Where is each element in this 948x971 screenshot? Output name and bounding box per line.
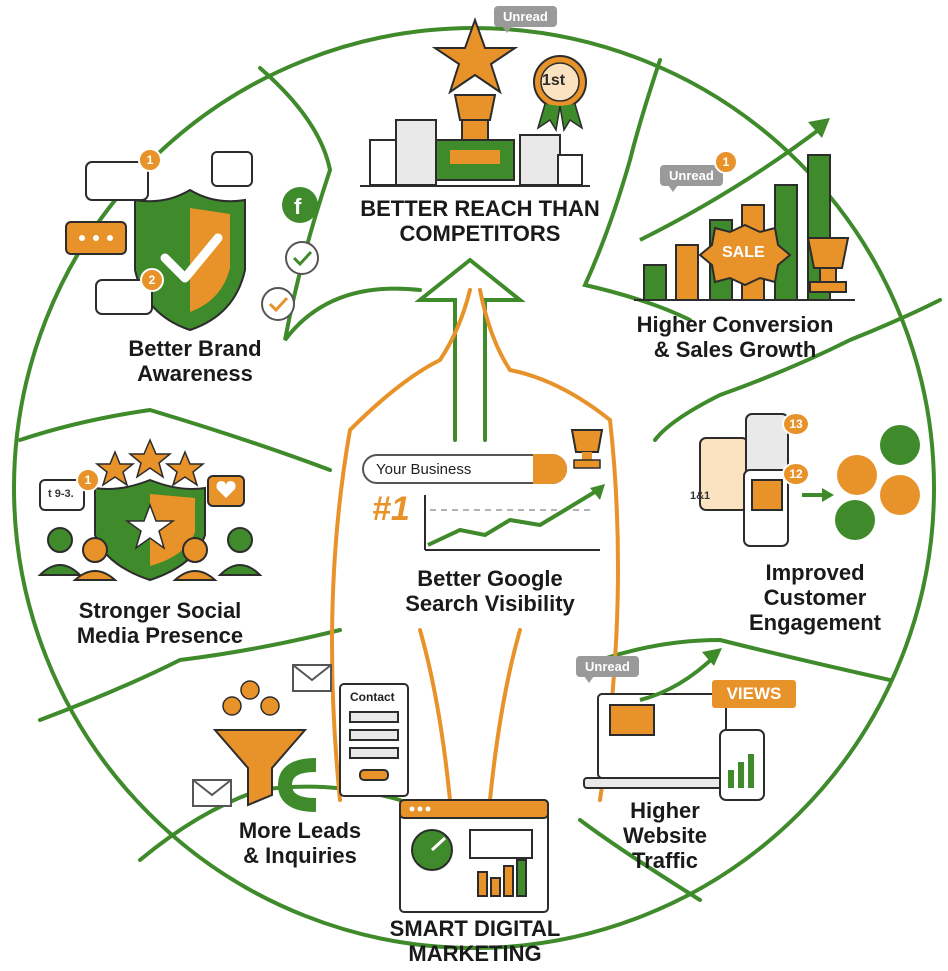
search-trend-chart-icon [424, 484, 605, 551]
contact-form-title: Contact [350, 690, 395, 704]
magnet-icon [277, 758, 317, 812]
laptop-icon [583, 693, 741, 789]
label-conversion: Higher Conversion& Sales Growth [636, 312, 834, 362]
search-box-text: Your Business [376, 461, 472, 478]
mobile-chart-icon [719, 729, 765, 801]
contact-form-icon [339, 683, 409, 797]
notification-badge: 1 [138, 148, 162, 172]
facebook-icon: f [282, 187, 318, 223]
search-icon [533, 454, 567, 484]
notification-badge: 12 [782, 462, 810, 486]
notification-badge: 2 [140, 268, 164, 292]
social-shield-star-icon [94, 478, 206, 582]
unread-tag-bottom: Unread [576, 656, 639, 683]
rank-number: #1 [372, 490, 410, 528]
dashboard-icon [399, 799, 549, 913]
envelope-icon-2 [192, 779, 232, 807]
divider-left-lower [38, 628, 342, 722]
stars-icon [94, 438, 206, 487]
notification-badge: 1 [714, 150, 738, 174]
sale-text: SALE [722, 244, 765, 261]
search-trophy-icon [570, 429, 604, 469]
chat-left-text: 1&1 [690, 490, 711, 502]
sale-badge-icon [698, 223, 792, 287]
social-bubble-text: t 9-3. [48, 488, 74, 500]
divider-bottom-right [578, 818, 702, 902]
first-place-ribbon-icon [533, 55, 587, 133]
divider-left-upper [18, 407, 332, 472]
envelope-icon [292, 664, 332, 692]
trophy-small-icon [806, 237, 850, 293]
svg-text:f: f [294, 194, 302, 219]
divider-right-lower [598, 637, 892, 682]
unread-tag-right: Unread [660, 165, 723, 192]
growth-arrow-icon [639, 123, 827, 242]
unread-tag-top: Unread [494, 6, 557, 33]
funnel-icon [212, 680, 308, 807]
divider-right-upper [653, 298, 942, 442]
phones-icon [699, 413, 789, 547]
first-place-text: 1st [542, 72, 566, 89]
heart-bubble-icon [207, 475, 245, 507]
traffic-arrow-icon [639, 653, 718, 702]
shield-check-icon [134, 188, 246, 332]
chat-bubbles-icon [65, 151, 253, 315]
search-box: Your Business [362, 454, 567, 484]
check-circle-icon [285, 241, 319, 275]
central-arrow [414, 258, 526, 442]
chat-bubble-social-icon [39, 479, 85, 511]
label-leads: More Leads& Inquiries [238, 818, 362, 868]
buildings-icon [360, 119, 590, 187]
check-circle-icon-2 [261, 287, 295, 321]
trophy-icon [431, 17, 519, 181]
notification-badge: 13 [782, 412, 810, 436]
smiley-faces-icon [835, 425, 920, 540]
views-badge: VIEWS [712, 680, 796, 708]
notification-badge: 1 [76, 468, 100, 492]
people-group-icon [37, 527, 263, 581]
